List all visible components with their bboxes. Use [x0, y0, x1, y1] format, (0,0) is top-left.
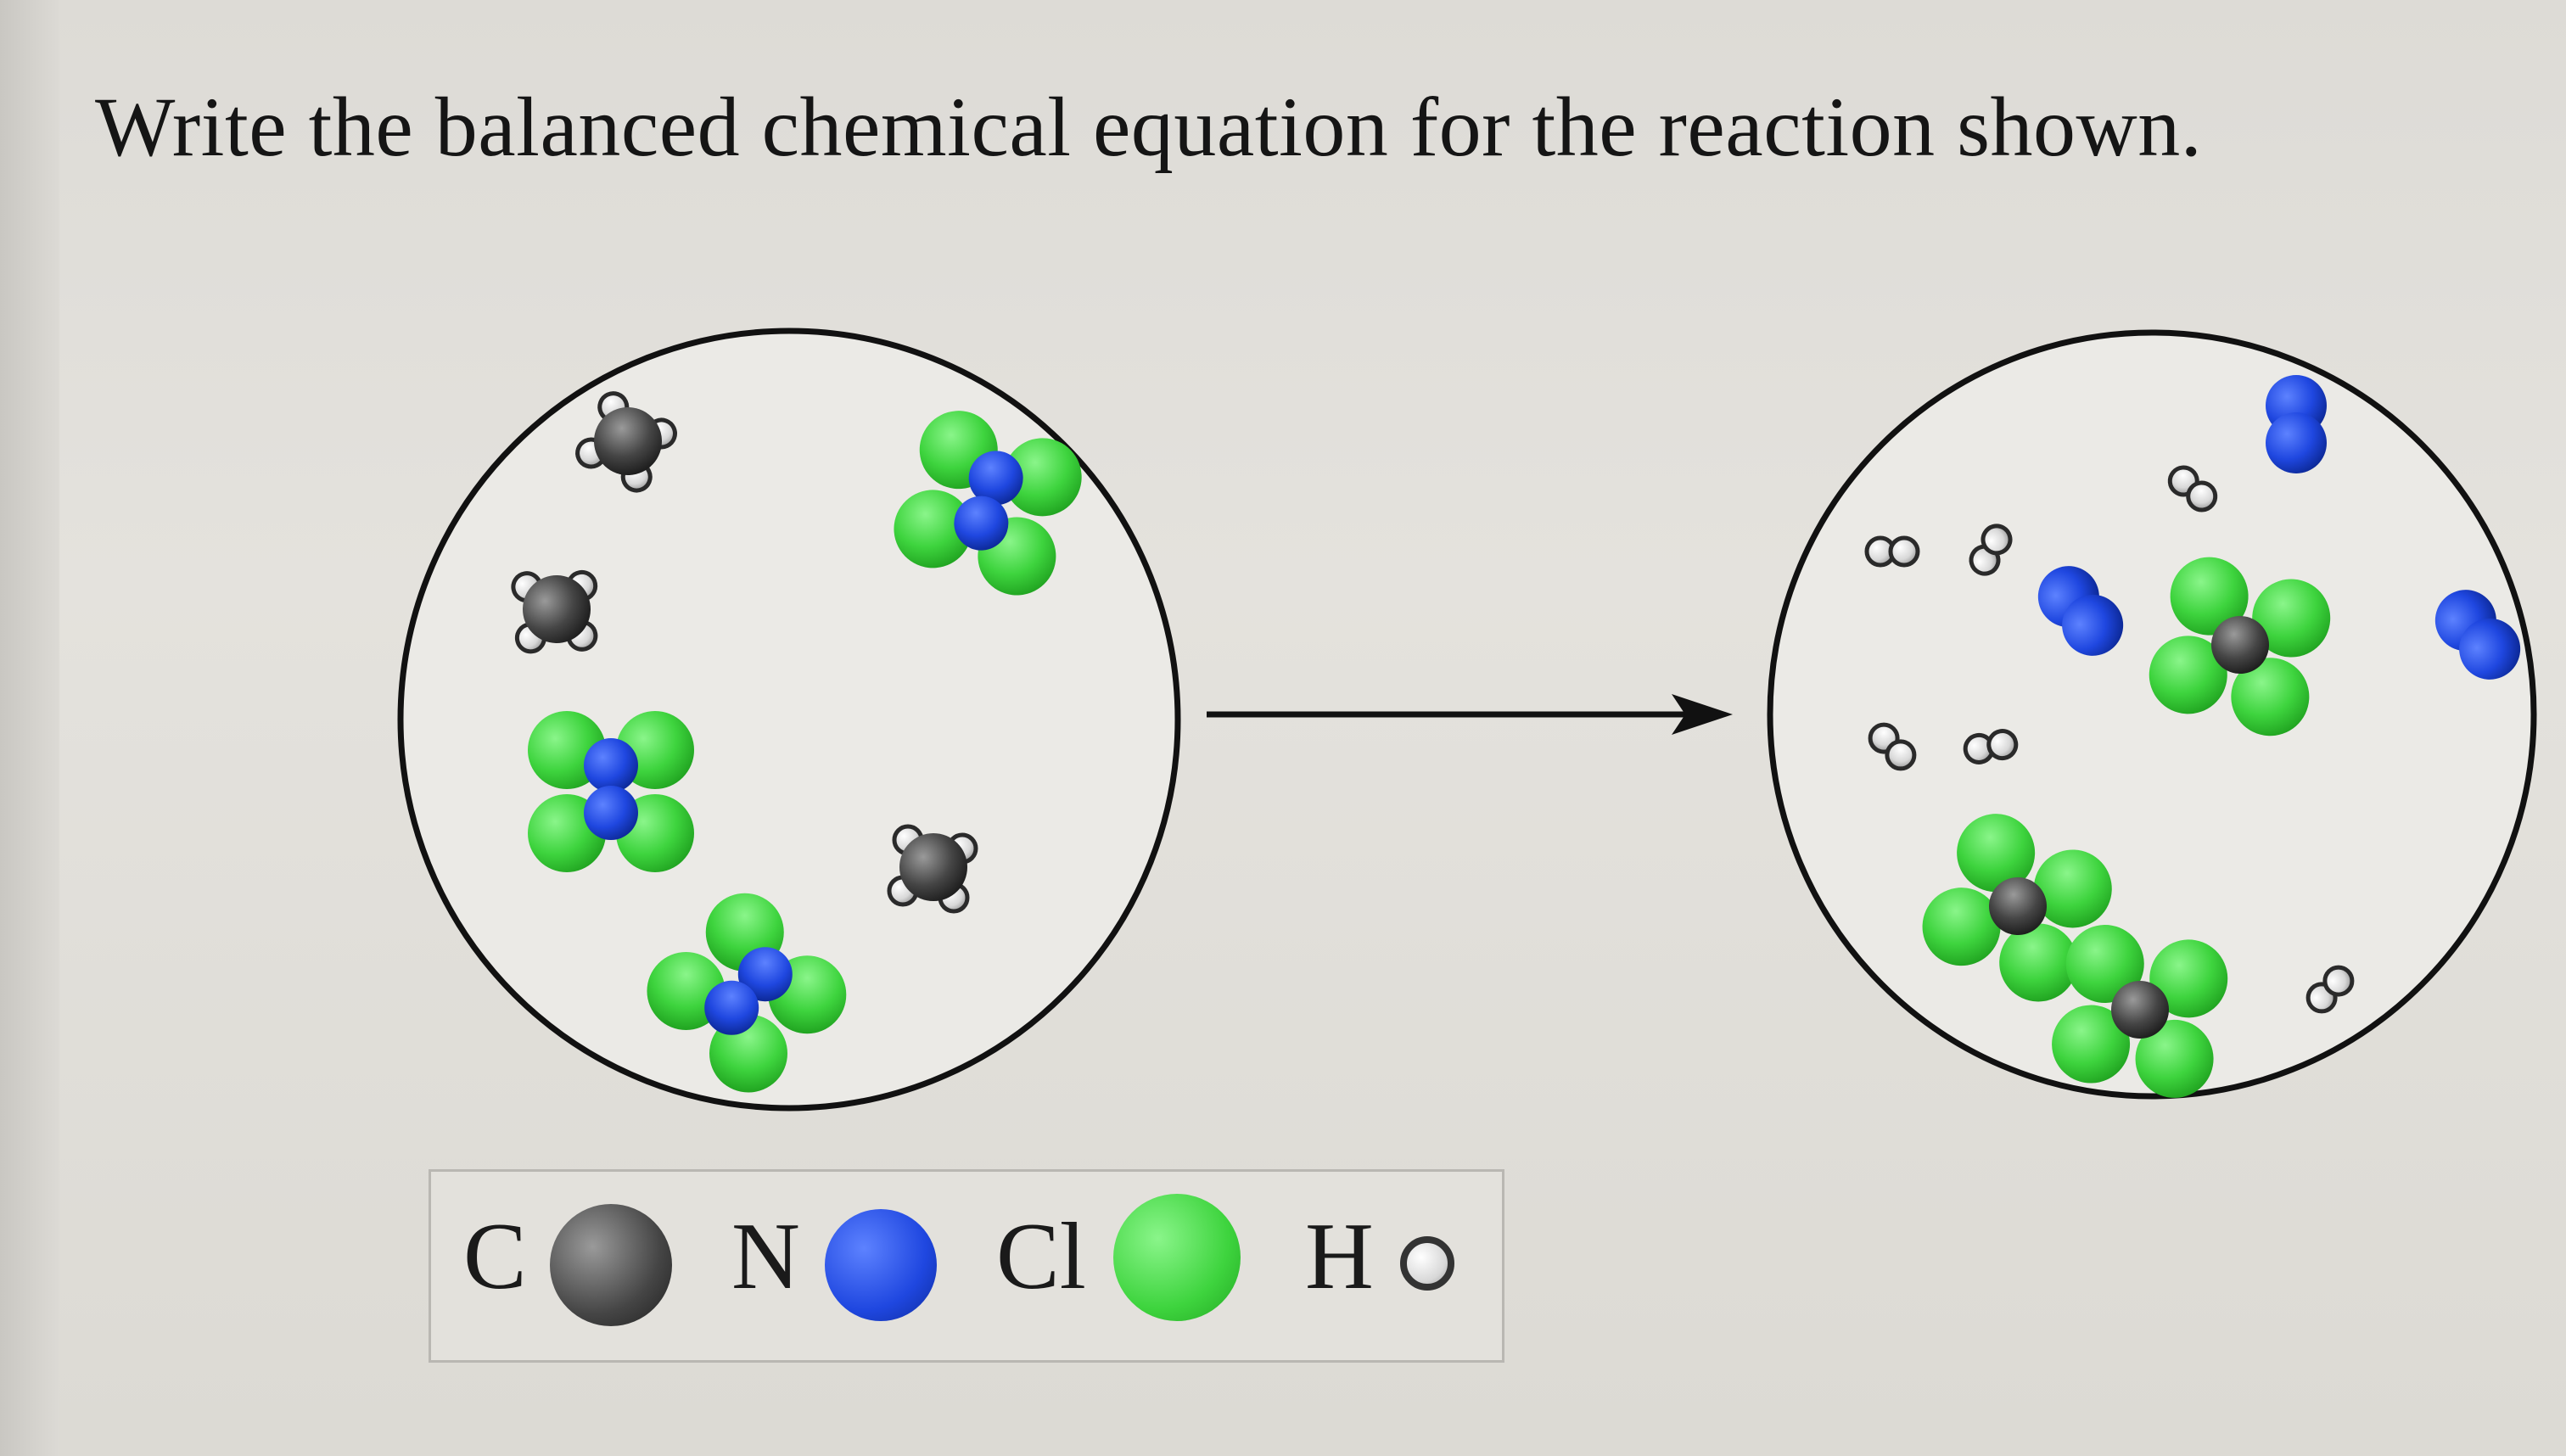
h2-molecule [2305, 965, 2355, 1014]
legend-label-chlorine: Cl [996, 1204, 1086, 1309]
chlorine-atom-icon [1113, 1194, 1241, 1321]
h2-molecule [2167, 465, 2218, 512]
n2-molecule [2266, 375, 2327, 473]
ccl4-molecule [2149, 557, 2331, 736]
n2cl4-molecule [528, 711, 694, 872]
page-edge-shadow [0, 0, 59, 1456]
legend-label-nitrogen: N [731, 1204, 800, 1309]
element-legend: C N Cl H [429, 1169, 1504, 1363]
h2-molecule [1868, 722, 1917, 771]
product-molecules [1864, 375, 2521, 1098]
legend-label-hydrogen: H [1305, 1204, 1374, 1309]
n2cl4-molecule [894, 411, 1082, 596]
n2-molecule [2434, 590, 2521, 680]
n2-molecule [2037, 566, 2124, 656]
nitrogen-atom-icon [825, 1209, 937, 1321]
ch4-molecule [887, 824, 978, 914]
question-text: Write the balanced chemical equation for… [95, 80, 2203, 174]
ccl4-molecule [2052, 925, 2228, 1098]
reactant-molecules [511, 391, 1082, 1093]
hydrogen-atom-icon [1400, 1236, 1454, 1291]
ch4-molecule [511, 569, 598, 654]
h2-molecule [1969, 524, 2013, 576]
ccl4-molecule [1922, 814, 2112, 1002]
n2cl4-molecule [647, 893, 847, 1093]
carbon-atom-icon [550, 1204, 672, 1326]
ch4-molecule [575, 391, 677, 493]
h2-molecule [1864, 535, 1920, 568]
h2-molecule [1963, 729, 2019, 764]
reaction-arrow [1207, 694, 1733, 735]
legend-label-carbon: C [463, 1204, 527, 1309]
